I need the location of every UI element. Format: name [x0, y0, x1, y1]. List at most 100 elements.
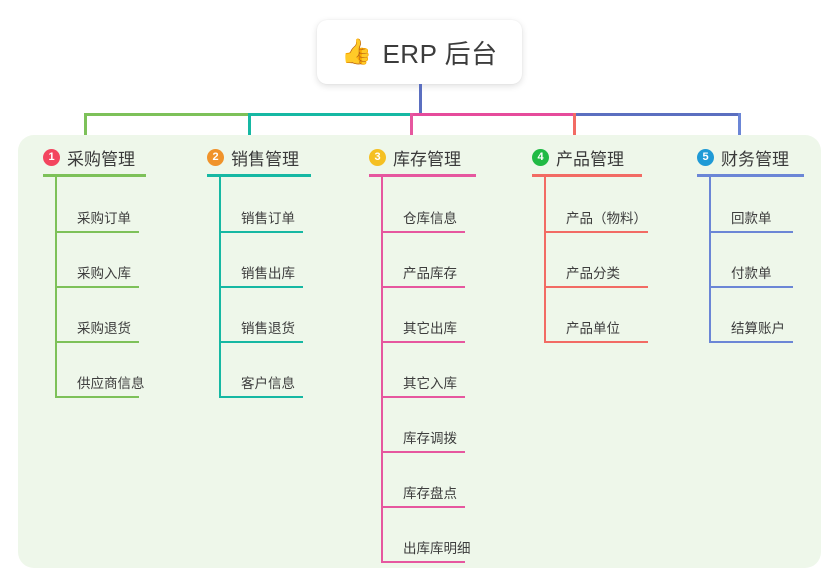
diagram-panel: 1 采购管理采购订单采购入库采购退货供应商信息 2 销售管理销售订单销售出库销售退货客… [18, 135, 821, 568]
leaf-rule [381, 231, 465, 233]
leaf-item[interactable]: 销售出库 [219, 254, 303, 288]
column-title-3: 库存管理 [393, 150, 461, 169]
column-rule-2 [207, 174, 311, 177]
column-header-2[interactable]: 2 销售管理 [207, 145, 299, 170]
leaf-label: 库存盘点 [403, 486, 457, 501]
leaf-item[interactable]: 库存盘点 [381, 474, 465, 508]
leaf-rule [55, 396, 139, 398]
leaf-item[interactable]: 采购退货 [55, 309, 139, 343]
leaf-rule [709, 286, 793, 288]
column-title-5: 财务管理 [721, 150, 789, 169]
leaf-label: 销售出库 [241, 266, 295, 281]
bus-segment-3 [410, 113, 576, 116]
column-header-4[interactable]: 4 产品管理 [532, 145, 624, 170]
leaf-rule [381, 286, 465, 288]
column-badge-2: 2 [207, 149, 224, 166]
leaf-rule [55, 231, 139, 233]
column-spine-4 [544, 177, 546, 343]
thumbs-up-icon: 👍 [341, 37, 373, 66]
column-badge-3: 3 [369, 149, 386, 166]
leaf-rule [381, 341, 465, 343]
leaf-item[interactable]: 采购订单 [55, 199, 139, 233]
trunk-line [419, 84, 422, 116]
column-title-4: 产品管理 [556, 150, 624, 169]
leaf-rule [381, 451, 465, 453]
leaf-rule [219, 341, 303, 343]
leaf-rule [709, 231, 793, 233]
root-title: ERP 后台 [382, 38, 498, 69]
column-rule-1 [43, 174, 146, 177]
leaf-label: 客户信息 [241, 376, 295, 391]
drop-line-3 [410, 113, 413, 138]
column-badge-5: 5 [697, 149, 714, 166]
leaf-item[interactable]: 仓库信息 [381, 199, 465, 233]
leaf-rule [381, 396, 465, 398]
leaf-label: 付款单 [731, 266, 772, 281]
leaf-item[interactable]: 产品库存 [381, 254, 465, 288]
leaf-label: 仓库信息 [403, 211, 457, 226]
leaf-label: 采购订单 [77, 211, 131, 226]
leaf-item[interactable]: 其它入库 [381, 364, 465, 398]
column-spine-5 [709, 177, 711, 343]
leaf-item[interactable]: 结算账户 [709, 309, 793, 343]
leaf-rule [219, 231, 303, 233]
leaf-label: 产品（物料） [566, 211, 647, 226]
leaf-label: 结算账户 [731, 321, 785, 336]
column-header-3[interactable]: 3 库存管理 [369, 145, 461, 170]
leaf-item[interactable]: 销售退货 [219, 309, 303, 343]
column-badge-1: 1 [43, 149, 60, 166]
column-title-2: 销售管理 [231, 150, 299, 169]
leaf-rule [219, 286, 303, 288]
leaf-label: 产品单位 [566, 321, 620, 336]
column-badge-4: 4 [532, 149, 549, 166]
leaf-label: 回款单 [731, 211, 772, 226]
leaf-item[interactable]: 销售订单 [219, 199, 303, 233]
column-rule-4 [532, 174, 642, 177]
leaf-label: 产品分类 [566, 266, 620, 281]
leaf-item[interactable]: 回款单 [709, 199, 793, 233]
leaf-label: 采购入库 [77, 266, 131, 281]
bus-segment-4 [573, 113, 741, 116]
column-spine-3 [381, 177, 383, 563]
column-rule-5 [697, 174, 804, 177]
leaf-item[interactable]: 采购入库 [55, 254, 139, 288]
column-header-1[interactable]: 1 采购管理 [43, 145, 135, 170]
bus-segment-1 [84, 113, 251, 116]
leaf-label: 其它入库 [403, 376, 457, 391]
leaf-label: 销售订单 [241, 211, 295, 226]
leaf-item[interactable]: 其它出库 [381, 309, 465, 343]
leaf-item[interactable]: 客户信息 [219, 364, 303, 398]
drop-line-1 [84, 113, 87, 138]
leaf-rule [381, 506, 465, 508]
leaf-item[interactable]: 产品分类 [544, 254, 648, 288]
leaf-rule [219, 396, 303, 398]
drop-line-2 [248, 113, 251, 138]
leaf-rule [544, 286, 648, 288]
leaf-label: 采购退货 [77, 321, 131, 336]
leaf-item[interactable]: 出库库明细 [381, 529, 471, 563]
leaf-label: 出库库明细 [403, 541, 471, 556]
leaf-item[interactable]: 供应商信息 [55, 364, 145, 398]
leaf-item[interactable]: 库存调拨 [381, 419, 465, 453]
column-header-5[interactable]: 5 财务管理 [697, 145, 789, 170]
leaf-rule [544, 341, 648, 343]
leaf-rule [544, 231, 648, 233]
leaf-label: 供应商信息 [77, 376, 145, 391]
leaf-item[interactable]: 产品单位 [544, 309, 648, 343]
leaf-rule [55, 286, 139, 288]
leaf-label: 销售退货 [241, 321, 295, 336]
leaf-rule [381, 561, 465, 563]
leaf-label: 其它出库 [403, 321, 457, 336]
leaf-label: 产品库存 [403, 266, 457, 281]
root-node[interactable]: 👍 ERP 后台 [317, 20, 522, 84]
drop-line-5 [738, 113, 741, 138]
drop-line-4 [573, 113, 576, 138]
leaf-rule [55, 341, 139, 343]
bus-segment-2 [248, 113, 413, 116]
column-title-1: 采购管理 [67, 150, 135, 169]
leaf-item[interactable]: 产品（物料） [544, 199, 648, 233]
leaf-item[interactable]: 付款单 [709, 254, 793, 288]
column-rule-3 [369, 174, 476, 177]
leaf-label: 库存调拨 [403, 431, 457, 446]
leaf-rule [709, 341, 793, 343]
